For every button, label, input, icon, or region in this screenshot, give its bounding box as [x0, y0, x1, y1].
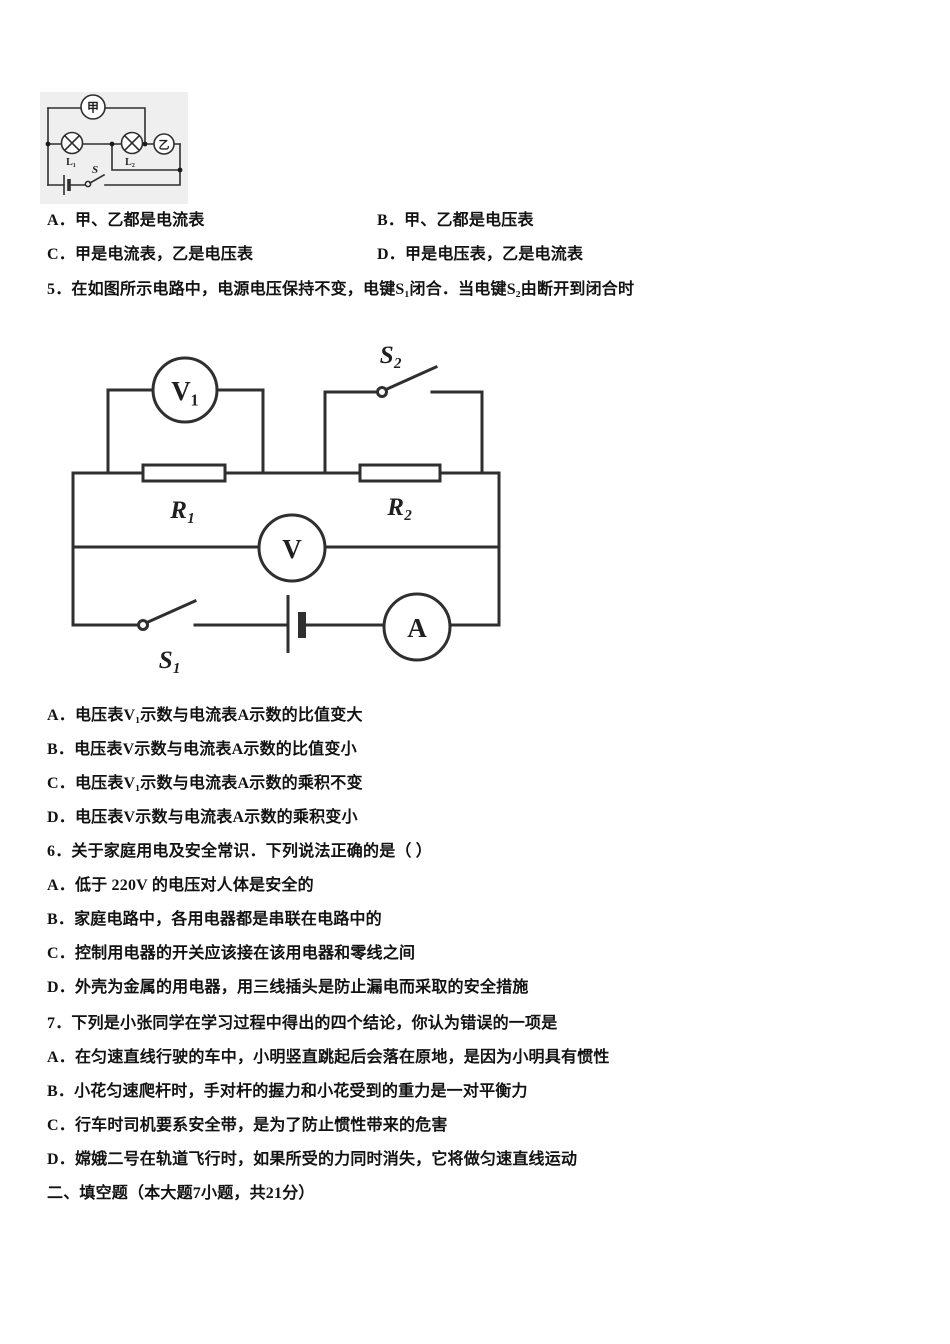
q5-resistor-r2: R₂ [358, 463, 442, 521]
q5-switch-s2: S₂ [376, 342, 438, 398]
q4-meter-yi-label: 乙 [159, 139, 170, 152]
q5-switch-s1: S₁ [137, 599, 197, 674]
q5-resistor-r1-label: R₁ [169, 497, 195, 524]
q4-meter-jia-label: 甲 [87, 101, 99, 115]
q4-junction-dots [45, 141, 183, 173]
q5-resistor-r1: R₁ [141, 463, 227, 524]
q5-switch-s2-label: S₂ [380, 342, 403, 369]
q6-option-c: C．控制用电器的开关应该接在该用电器和零线之间 [47, 945, 416, 962]
q7-stem: 7．下列是小张同学在学习过程中得出的四个结论，你认为错误的一项是 [47, 1015, 558, 1032]
q5-option-c: C．电压表V₁示数与电流表A示数的乘积不变 [47, 775, 363, 792]
q6-option-b: B．家庭电路中，各用电器都是串联在电路中的 [47, 911, 382, 928]
q4-lamp-l1-label: L₁ [66, 157, 76, 168]
q5-resistor-r2-label: R₂ [386, 494, 412, 521]
q4-switch-label: S [92, 164, 98, 176]
q4-lamp-l1: L₁ [60, 131, 84, 168]
q5-wires [71, 388, 501, 627]
q5-battery [286, 595, 306, 653]
q4-lamp-l2: L₂ [120, 131, 144, 168]
q5-ammeter-a-label: A [407, 613, 427, 643]
section2-title: 二、填空题（本大题7小题，共21分） [47, 1185, 315, 1202]
q5-circuit-figure: R₁ R₂ S₂ S₁ [60, 332, 512, 682]
q7-option-a: A．在匀速直线行驶的车中，小明竖直跳起后会落在原地，是因为小明具有惯性 [47, 1049, 610, 1066]
q4-option-a: A．甲、乙都是电流表 [47, 212, 205, 229]
q4-option-c: C．甲是电流表，乙是电压表 [47, 246, 254, 263]
q5-voltmeter-v: V [257, 513, 327, 583]
q5-ammeter-a: A [382, 592, 452, 662]
q4-meter-jia: 甲 [80, 94, 106, 120]
q4-circuit-figure: S 甲 L₁ L₂ 乙 [40, 92, 188, 204]
q5-stem: 5．在如图所示电路中，电源电压保持不变，电键S₁闭合．当电键S₂由断开到闭合时 [47, 281, 635, 298]
q5-option-d: D．电压表V示数与电流表A示数的乘积变小 [47, 809, 358, 826]
q4-switch-s: S [84, 164, 106, 188]
q7-option-c: C．行车时司机要系安全带，是为了防止惯性带来的危害 [47, 1117, 448, 1134]
q5-voltmeter-v1: V₁ [151, 356, 219, 424]
q4-lamp-l2-label: L₂ [125, 157, 135, 168]
q6-option-a: A．低于 220V 的电压对人体是安全的 [47, 877, 314, 894]
q5-voltmeter-v1-label: V₁ [171, 376, 199, 406]
q4-meter-yi: 乙 [153, 133, 175, 155]
q4-option-d: D．甲是电压表，乙是电流表 [377, 246, 584, 263]
q6-option-d: D．外壳为金属的用电器，用三线插头是防止漏电而采取的安全措施 [47, 979, 529, 996]
q6-stem: 6．关于家庭用电及安全常识．下列说法正确的是（ ） [47, 843, 433, 860]
q4-option-b: B．甲、乙都是电压表 [377, 212, 534, 229]
q5-switch-s1-label: S₁ [159, 647, 182, 674]
q5-circuit-svg: R₁ R₂ S₂ S₁ [71, 342, 501, 674]
q5-option-a: A．电压表V₁示数与电流表A示数的比值变大 [47, 707, 363, 724]
q4-battery [63, 175, 71, 195]
q4-circuit-svg: S 甲 L₁ L₂ 乙 [45, 94, 183, 195]
q7-option-d: D．嫦娥二号在轨道飞行时，如果所受的力同时消失，它将做匀速直线运动 [47, 1151, 578, 1168]
q5-voltmeter-v-label: V [282, 534, 302, 564]
q7-option-b: B．小花匀速爬杆时，手对杆的握力和小花受到的重力是一对平衡力 [47, 1083, 528, 1100]
q5-option-b: B．电压表V示数与电流表A示数的比值变小 [47, 741, 357, 758]
